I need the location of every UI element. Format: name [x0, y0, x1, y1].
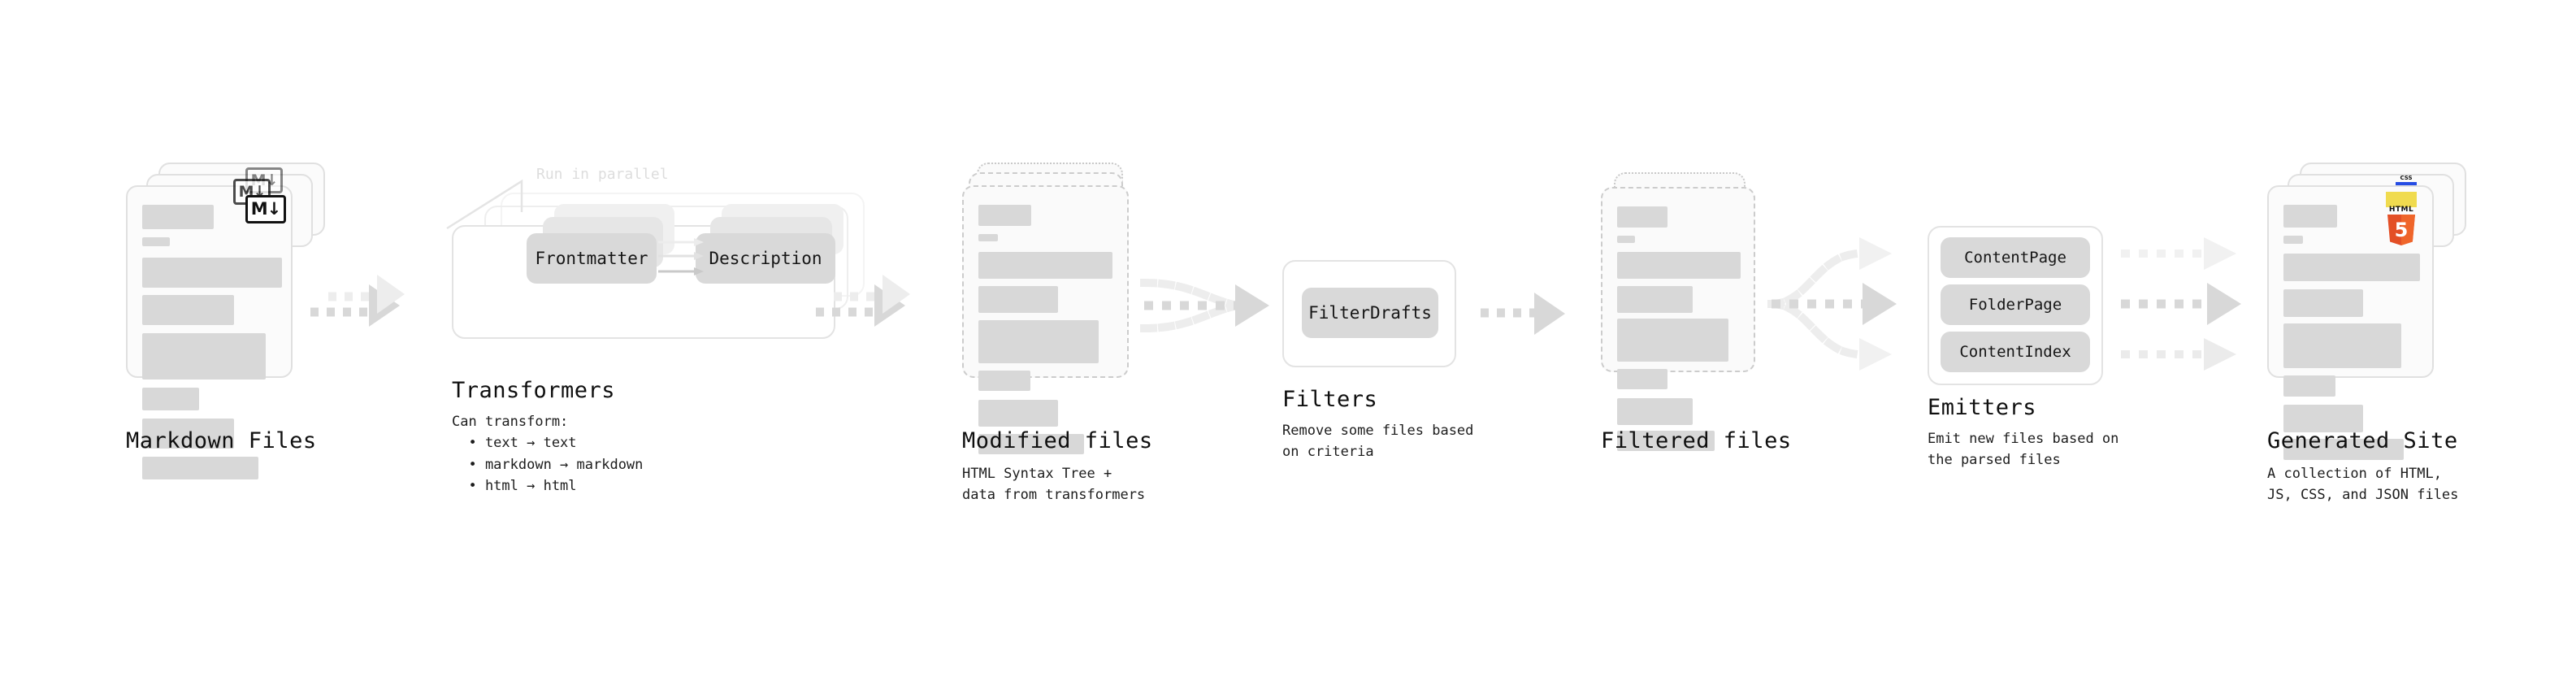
content-bar [142, 237, 170, 246]
content-bar [2283, 236, 2303, 244]
modified-doc-content [964, 187, 1127, 454]
css3-icon-label: CSS [2400, 175, 2413, 181]
content-bar [142, 333, 266, 380]
pill-description[interactable]: Description [696, 233, 835, 284]
flow-arrow-2 [816, 275, 910, 327]
css3-icon: CSS [2396, 176, 2417, 185]
content-bar [1617, 319, 1728, 362]
markdown-doc-front [126, 185, 293, 479]
stage-subtitle-emitters: Emit new files based on the parsed files [1928, 431, 2119, 469]
markdown-doc-content [128, 187, 291, 479]
filtered-doc-content [1602, 189, 1754, 451]
content-bar [1617, 236, 1635, 243]
pill-folderpage[interactable]: FolderPage [1941, 284, 2090, 325]
stage-title-generated-site: Generated Site [2267, 428, 2458, 453]
content-bar [2283, 254, 2420, 281]
pill-contentpage[interactable]: ContentPage [1941, 237, 2090, 278]
filtered-doc-front [1601, 187, 1755, 451]
content-bar [2283, 323, 2401, 368]
pill-frontmatter[interactable]: Frontmatter [527, 233, 657, 284]
site-doc-content [2269, 187, 2432, 460]
content-bar [142, 258, 282, 288]
content-bar [978, 234, 998, 241]
content-bar [1617, 286, 1693, 313]
content-bar [1617, 252, 1741, 279]
content-bar [1617, 431, 1715, 451]
content-bar [142, 457, 258, 479]
html5-icon-shield: 5 [2387, 215, 2415, 245]
site-doc-front [2267, 185, 2434, 460]
pill-contentindex[interactable]: ContentIndex [1941, 332, 2090, 372]
run-in-parallel-leader [446, 179, 523, 230]
stage-subtitle-generated-site: A collection of HTML, JS, CSS, and JSON … [2267, 466, 2459, 504]
stage-title-filters: Filters [1282, 387, 1378, 412]
pill-filterdrafts[interactable]: FilterDrafts [1302, 288, 1438, 338]
content-bar [142, 419, 234, 449]
content-bar [2283, 375, 2335, 397]
content-bar [2283, 289, 2363, 317]
markdown-icon: M↓ [245, 195, 286, 223]
content-bar [978, 205, 1031, 226]
content-bar [1617, 398, 1693, 425]
content-bar [2283, 405, 2363, 432]
content-bar [978, 371, 1030, 391]
html5-icon: HTML 5 [2387, 206, 2415, 245]
stage-subtitle-modified-files: HTML Syntax Tree + data from transformer… [962, 466, 1146, 504]
modified-doc-front [962, 185, 1129, 454]
content-bar [2283, 439, 2404, 460]
content-bar [142, 295, 234, 325]
content-bar [978, 252, 1112, 279]
content-bar [978, 434, 1084, 454]
flow-arrow-6-parallel [2121, 237, 2241, 371]
stage-subtitle-filters: Remove some files based on criteria [1282, 423, 1474, 461]
stage-title-modified-files: Modified files [962, 428, 1153, 453]
stage-title-transformers: Transformers [452, 378, 616, 403]
content-bar [978, 400, 1058, 427]
flow-arrow-5-fanout [1767, 237, 1897, 371]
stage-subtitle-transformers: Can transform: • text → text • markdown … [452, 414, 644, 495]
content-bar [142, 205, 214, 229]
flow-arrow-1 [310, 275, 405, 327]
stage-title-emitters: Emitters [1928, 395, 2037, 420]
content-bar [978, 286, 1058, 313]
transformer-inner-arrows [658, 238, 704, 275]
flow-arrow-3 [1139, 278, 1269, 333]
stage-title-markdown-files: Markdown Files [126, 428, 317, 453]
run-in-parallel-note: Run in parallel [536, 166, 669, 183]
content-bar [2283, 205, 2337, 228]
javascript-icon [2386, 192, 2417, 207]
flow-arrow-4 [1481, 293, 1565, 335]
content-bar [1617, 206, 1667, 228]
content-bar [978, 320, 1099, 363]
stage-title-filtered-files: Filtered files [1601, 428, 1792, 453]
content-bar [1617, 369, 1667, 389]
html5-icon-label: HTML [2388, 206, 2414, 214]
html5-icon-digit: 5 [2394, 219, 2409, 241]
content-bar [142, 388, 199, 410]
css3-icon-rule [2396, 182, 2417, 185]
